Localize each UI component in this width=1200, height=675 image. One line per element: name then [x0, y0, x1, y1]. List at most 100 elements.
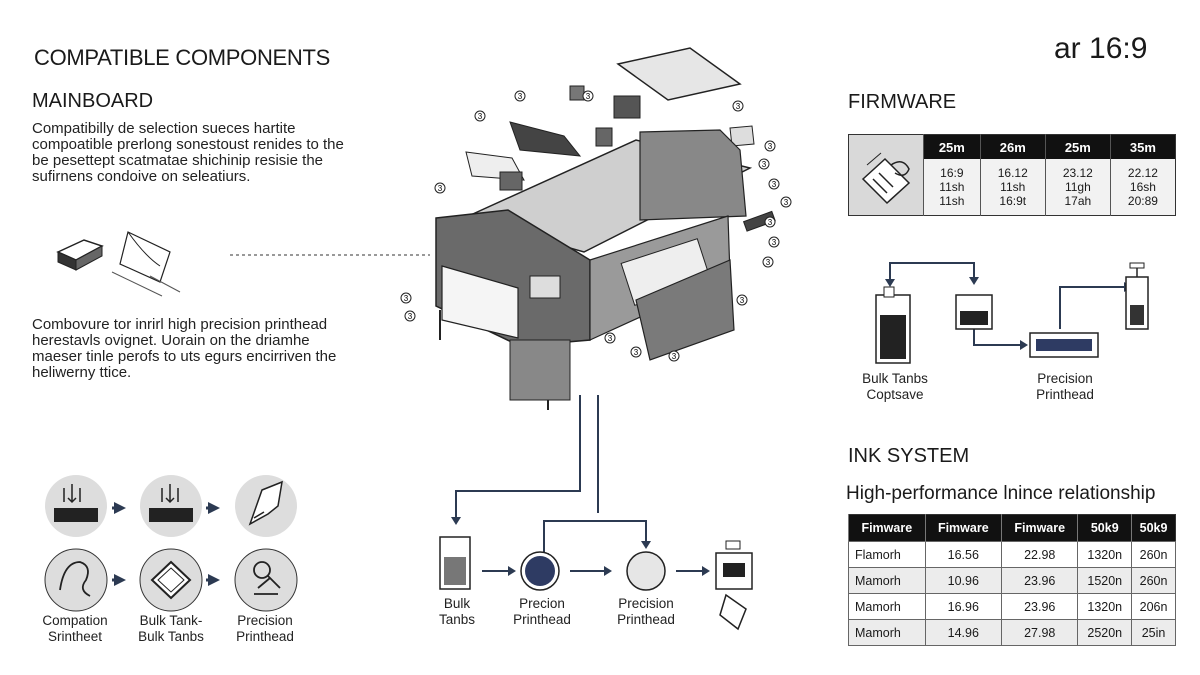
caption-line: Tanbs [438, 612, 476, 627]
mainboard-line: compoatible prerlong sonestoust renides … [32, 136, 344, 153]
arrow-icon [114, 574, 126, 586]
caption-line: Bulk [443, 596, 471, 611]
svg-text:3: 3 [608, 334, 613, 343]
caption-line: Compation [42, 613, 108, 628]
arrow-icon [114, 502, 126, 514]
ink-cartridge-icon [955, 294, 993, 330]
svg-text:3: 3 [478, 112, 483, 121]
caption-line: Printhead [513, 612, 571, 627]
printhead-line: maeser tinle perofs to uts egurs encirri… [32, 348, 337, 365]
bulk-tanbs-caption: Bulk Tanbs Coptsave [846, 371, 944, 403]
caption-line: Printhead [1036, 387, 1094, 402]
board-icon-2 [140, 475, 202, 537]
arrow-icon [208, 502, 220, 514]
caption-line: Srintheet [47, 629, 103, 644]
caption-line: Bulk Tank- [139, 613, 203, 628]
printer-frame [435, 129, 753, 410]
firmware-header: 25m [1044, 134, 1111, 159]
printhead-sketch-icon [235, 475, 297, 537]
caption-line: Precision [618, 596, 674, 611]
bulk-tank-icon [139, 548, 203, 612]
printhead-description: Combovure tor inrirl high precision prin… [32, 317, 336, 381]
caption-line: Printhead [617, 612, 675, 627]
mainboard-line: sufirnens condoive on seleatiurs. [32, 168, 251, 185]
ink-system-heading: INK SYSTEM [848, 445, 970, 467]
mainboard-line: Compatibilly de selection sueces hartite [32, 120, 296, 137]
ink-header: Fimware [1000, 514, 1078, 542]
caption-line: Bulk Tanbs [862, 371, 928, 386]
svg-text:3: 3 [766, 258, 771, 267]
svg-text:3: 3 [762, 160, 767, 169]
caption-line: Bulk Tanbs [138, 629, 204, 644]
precision-printhead-caption: Precision Printhead [1020, 371, 1110, 403]
board-icon-1 [45, 475, 107, 537]
precision-printhead-node [626, 551, 666, 591]
firmware-chip-cell [848, 134, 924, 216]
loose-parts [465, 85, 776, 232]
flow-caption: Compation Srintheet [30, 613, 120, 645]
precion-caption: Precion Printhead [502, 596, 582, 628]
caption-line: Precision [1037, 371, 1093, 386]
printhead-holder-icon [1125, 262, 1149, 330]
ink-system-subheading: High-performance lnince relationship [846, 483, 1156, 504]
bulk-to-printhead-diagram [875, 262, 1149, 364]
ink-flow-diagram [439, 395, 753, 631]
precision-caption: Precision Printhead [606, 596, 686, 628]
printhead-line: heliwerny ttice. [32, 364, 132, 381]
mainboard-heading: MAINBOARD [32, 90, 154, 112]
printhead-dot [525, 556, 555, 586]
svg-text:3: 3 [634, 348, 639, 357]
ink-header: 50k9 [1077, 514, 1132, 542]
aspect-ratio-label: ar 16:9 [1054, 32, 1148, 65]
ink-header: 50k9 [1131, 514, 1176, 542]
flow-caption: Bulk Tank- Bulk Tanbs [126, 613, 216, 645]
caption-line: Printhead [236, 629, 294, 644]
svg-text:3: 3 [784, 198, 789, 207]
caption-line: Coptsave [866, 387, 924, 402]
printhead-nozzle-icon [715, 540, 753, 631]
firmware-header: 35m [1109, 134, 1176, 159]
ink-system-table: Fimware Fimware Fimware 50k9 50k9 Flamor… [848, 514, 1176, 646]
svg-text:3: 3 [768, 142, 773, 151]
precision-printhead-icon [234, 548, 298, 612]
hand-sensor-icon [44, 548, 108, 612]
flow-caption: Precision Printhead [220, 613, 310, 645]
section-title: COMPATIBLE COMPONENTS [34, 45, 331, 70]
ink-header: Fimware [924, 514, 1002, 542]
top-cover-part [616, 47, 742, 101]
svg-text:3: 3 [772, 238, 777, 247]
firmware-heading: FIRMWARE [848, 91, 957, 113]
bulk-caption: Bulk Tanbs [422, 596, 492, 628]
svg-text:3: 3 [408, 312, 413, 321]
firmware-header: 25m [923, 134, 981, 159]
mainboard-sketch-icon [56, 231, 240, 297]
svg-text:3: 3 [672, 352, 677, 361]
svg-text:3: 3 [518, 92, 523, 101]
svg-text:3: 3 [740, 296, 745, 305]
svg-text:3: 3 [736, 102, 741, 111]
firmware-chip-icon [861, 152, 911, 204]
svg-text:3: 3 [768, 218, 773, 227]
svg-text:3: 3 [772, 180, 777, 189]
arrow-icon [208, 574, 220, 586]
svg-text:3: 3 [586, 92, 591, 101]
firmware-header: 26m [979, 134, 1046, 159]
printhead-line: Combovure tor inrirl high precision prin… [32, 316, 328, 333]
caption-line: Precion [519, 596, 565, 611]
part-callouts: 3 3 3 3 3 3 3 3 3 3 3 3 3 3 3 3 3 3 [400, 90, 792, 362]
svg-text:3: 3 [438, 184, 443, 193]
printhead-line: herestavls ovignet. Uorain on the driamh… [32, 332, 310, 349]
component-flow-diagram [44, 475, 298, 612]
bulk-tank-icon [439, 536, 471, 590]
ink-header: Fimware [848, 514, 926, 542]
exploded-printer-diagram: 3 3 3 3 3 3 3 3 3 3 3 3 3 3 3 3 3 3 [400, 47, 792, 410]
